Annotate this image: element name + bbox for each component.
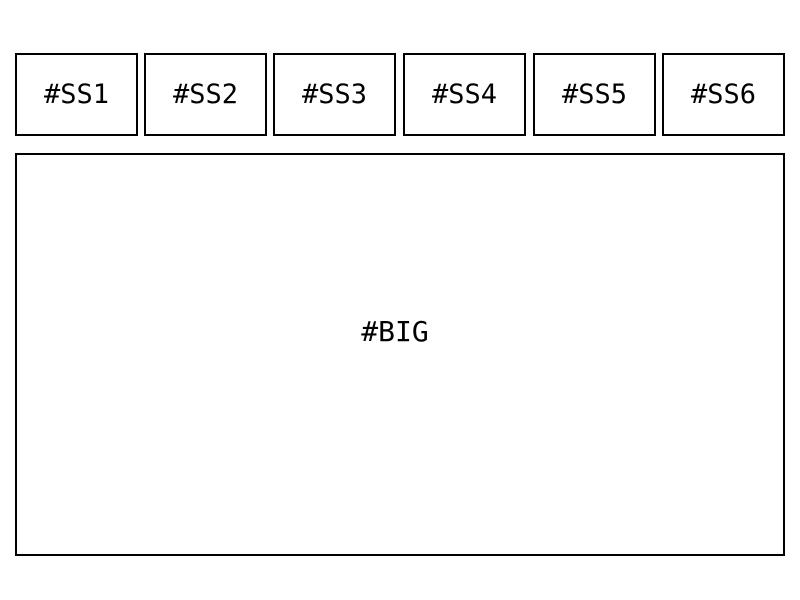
thumbnail-ss1[interactable]: #SS1 [15, 53, 138, 136]
thumbnail-ss3[interactable]: #SS3 [273, 53, 396, 136]
thumbnail-ss4[interactable]: #SS4 [403, 53, 526, 136]
thumbnail-ss2[interactable]: #SS2 [144, 53, 267, 136]
thumbnail-ss6[interactable]: #SS6 [662, 53, 785, 136]
main-display-panel: #BIG [15, 153, 785, 556]
thumbnail-row: #SS1 #SS2 #SS3 #SS4 #SS5 #SS6 [15, 53, 785, 136]
main-display-label: #BIG [361, 314, 429, 348]
thumbnail-ss5[interactable]: #SS5 [533, 53, 656, 136]
